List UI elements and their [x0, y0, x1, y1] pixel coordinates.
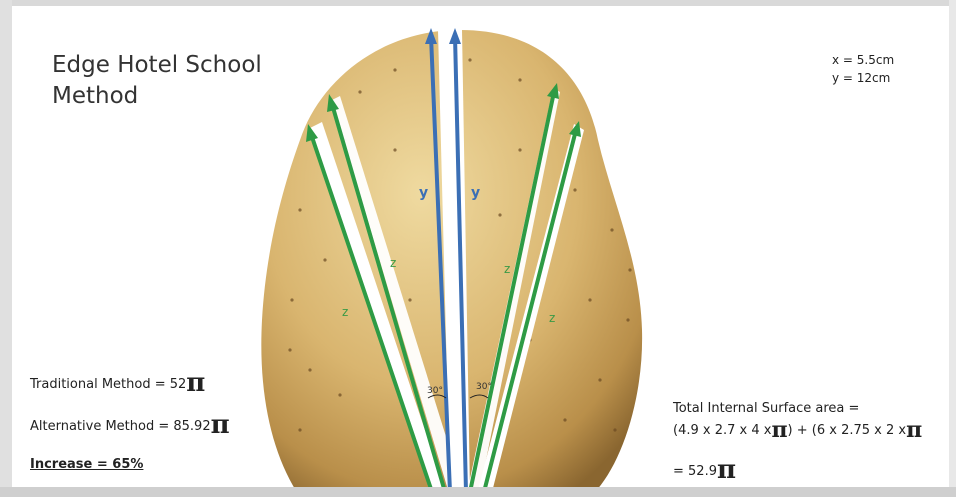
pi-symbol: π: [906, 417, 922, 443]
potato-speck: [298, 428, 301, 431]
potato-speck: [298, 208, 301, 211]
traditional-method-line: Traditional Method = 52π: [30, 368, 205, 398]
potato-speck: [358, 90, 361, 93]
slide-title: Edge Hotel School Method: [52, 50, 262, 112]
potato-speck: [288, 348, 291, 351]
dimension-y: y = 12cm: [832, 69, 894, 87]
dimension-x: x = 5.5cm: [832, 51, 894, 69]
potato-speck: [563, 418, 566, 421]
surface-area-formula: (4.9 x 2.7 x 4 xπ) + (6 x 2.75 x 2 xπ: [673, 417, 922, 443]
potato-speck: [518, 148, 521, 151]
label-y-left: y: [419, 185, 428, 201]
label-z-inner-left: z: [390, 256, 396, 270]
potato-speck: [308, 368, 311, 371]
pi-symbol: π: [717, 455, 736, 485]
potato-speck: [393, 148, 396, 151]
alternative-method-label: Alternative Method = 85.92: [30, 419, 211, 434]
title-line-2: Method: [52, 81, 262, 112]
formula-part-b: ) + (6 x 2.75 x 2 x: [788, 423, 907, 438]
label-y-right: y: [471, 185, 480, 201]
dimensions-block: x = 5.5cm y = 12cm: [832, 51, 894, 87]
increase-line: Increase = 65%: [30, 457, 143, 472]
pi-symbol: π: [211, 410, 230, 440]
potato-speck: [408, 298, 411, 301]
potato-speck: [598, 378, 601, 381]
potato-speck: [338, 393, 341, 396]
potato-speck: [588, 298, 591, 301]
potato-speck: [628, 268, 631, 271]
potato-speck: [626, 318, 629, 321]
pi-symbol: π: [771, 417, 787, 443]
potato-speck: [518, 78, 521, 81]
label-z-outer-left: z: [342, 305, 348, 319]
result-value: = 52.9: [673, 464, 717, 479]
alternative-method-line: Alternative Method = 85.92π: [30, 410, 230, 440]
surface-area-result: = 52.9π: [673, 455, 736, 485]
potato-speck: [573, 188, 576, 191]
potato-speck: [610, 228, 613, 231]
potato-speck: [613, 428, 616, 431]
label-angle-left: 30°: [427, 386, 443, 396]
formula-part-a: (4.9 x 2.7 x 4 x: [673, 423, 771, 438]
surface-area-heading: Total Internal Surface area =: [673, 401, 859, 416]
label-z-outer-right: z: [549, 311, 555, 325]
traditional-method-label: Traditional Method = 52: [30, 377, 186, 392]
pi-symbol: π: [186, 368, 205, 398]
potato-speck: [290, 298, 293, 301]
potato-speck: [498, 213, 501, 216]
label-angle-right: 30°: [476, 382, 492, 392]
potato-speck: [468, 58, 471, 61]
potato-speck: [323, 258, 326, 261]
window-bottom-edge: [0, 487, 956, 497]
label-z-inner-right: z: [504, 262, 510, 276]
potato-speck: [393, 68, 396, 71]
title-line-1: Edge Hotel School: [52, 50, 262, 81]
